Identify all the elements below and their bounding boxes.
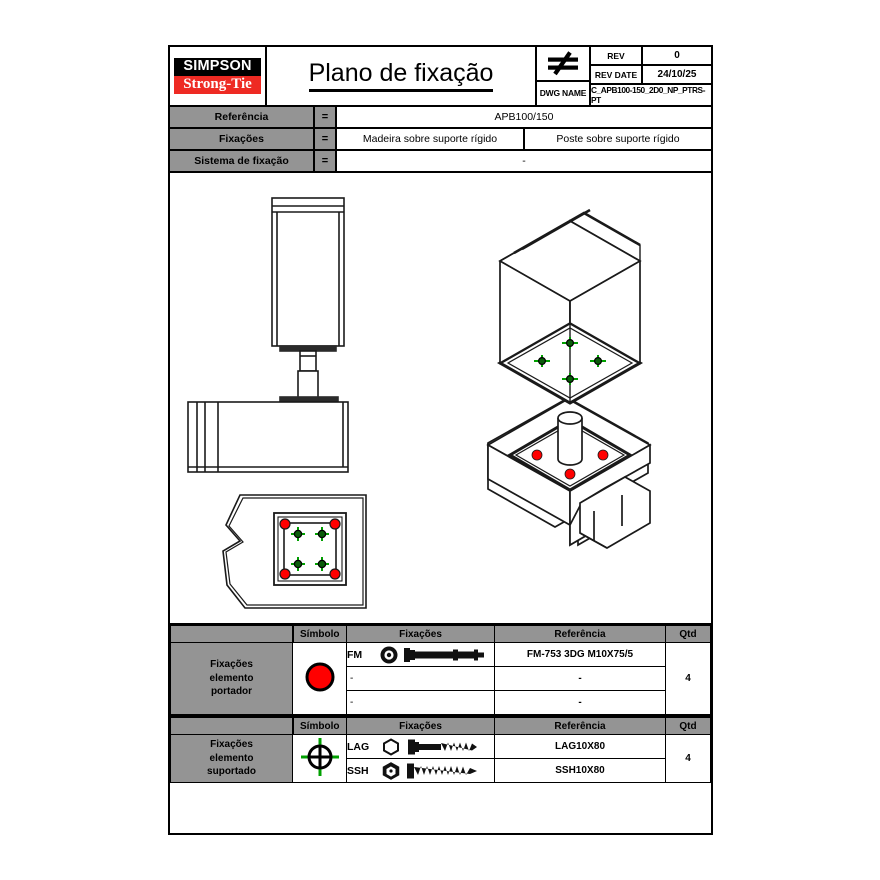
legend-carrier-qtd: 4: [665, 642, 711, 715]
hex-head-lag-screw-icon: [383, 737, 477, 756]
legend-supported-ref-2: SSH10X80: [494, 758, 666, 783]
dwg-name-label: DWG NAME: [539, 88, 587, 99]
legend-header-simbolo-2: Símbolo: [292, 717, 347, 735]
info-row-sistema: Sistema de fixação = -: [170, 151, 711, 173]
rev-date-label: REV DATE: [591, 66, 643, 83]
legend-header-fixacoes-2: Fixações: [346, 717, 495, 735]
table-row: Fixações elemento suportado LAG: [170, 734, 711, 783]
post-base-elevation-view: [187, 197, 349, 473]
drawing-area: [170, 173, 711, 625]
info-value-fixacoes-1: Madeira sobre suporte rígido: [337, 129, 525, 149]
legend-supported-fix-cell-2: SSH: [346, 758, 495, 783]
info-value-fixacoes-2: Poste sobre suporte rígido: [556, 133, 680, 145]
legend-supported-element: Símbolo Fixações Referência Qtd Fixações…: [170, 717, 711, 783]
legend-header-referencia: Referência: [494, 625, 666, 643]
legend-carrier-label-l1: Fixações: [210, 659, 253, 671]
logo-simpson-text: SIMPSON: [174, 57, 261, 76]
legend-supported-code-1: LAG: [347, 740, 370, 753]
legend-supported-label-l2: elemento: [209, 752, 254, 764]
legend-carrier-fix-cell-3: -: [346, 690, 495, 715]
rev-label: REV: [591, 47, 643, 64]
table-row: SSH SSH10X80: [171, 758, 711, 783]
legend-carrier-symbol-cell: [292, 642, 347, 715]
plan-supported-markers: [291, 527, 329, 571]
info-label-sistema: Sistema de fixação: [170, 151, 315, 171]
info-row-fixacoes: Fixações = Madeira sobre suporte rígido …: [170, 129, 711, 151]
legend-carrier-header-row: Símbolo Fixações Referência Qtd: [170, 625, 711, 643]
simpson-strong-tie-logo: SIMPSON Strong-Tie: [170, 47, 267, 105]
drawing-sheet: SIMPSON Strong-Tie Plano de fixação DWG …: [168, 45, 713, 835]
table-row: - -: [171, 690, 711, 715]
info-label-fixacoes: Fixações: [170, 129, 315, 149]
legend-supported-label-l3: suportado: [207, 766, 256, 778]
legend-supported-qtd: 4: [665, 734, 711, 783]
info-row-referencia: Referência = APB100/150: [170, 107, 711, 129]
legend-carrier-ref-3: -: [494, 690, 666, 715]
not-equal-icon: [537, 47, 589, 82]
green-crosshair-circle-icon: [300, 738, 339, 776]
legend-header-fixacoes: Fixações: [346, 625, 495, 643]
rev-date-value: 24/10/25: [657, 69, 697, 80]
legend-carrier-label-l2: elemento: [209, 672, 254, 684]
legend-carrier-row-label: Fixações elemento portador: [170, 642, 293, 715]
red-filled-circle-icon: [305, 662, 334, 692]
page-title: Plano de fixação: [308, 60, 494, 92]
iso-carrier-markers: [531, 449, 609, 480]
legend-carrier-label-l3: portador: [210, 686, 253, 698]
legend-supported-corner-cell: [170, 717, 294, 735]
legend-carrier-code-2: -: [350, 673, 354, 684]
hex-washer-head-screw-icon: [382, 761, 477, 780]
legend-header-referencia-2: Referência: [494, 717, 666, 735]
legend-carrier-corner-cell: [170, 625, 294, 643]
legend-carrier-element: Símbolo Fixações Referência Qtd Fixações…: [170, 625, 711, 717]
legend-carrier-code-3: -: [350, 697, 354, 708]
not-equal-glyph: [548, 51, 578, 76]
info-value-referencia: APB100/150: [494, 111, 554, 123]
revision-date-row: REV DATE 24/10/25: [591, 66, 711, 85]
legend-carrier-fix-cell-1: FM: [346, 642, 495, 667]
title-block: SIMPSON Strong-Tie Plano de fixação DWG …: [170, 47, 711, 107]
expansion-anchor-icon: [380, 646, 484, 663]
legend-supported-fix-cell-1: LAG: [346, 734, 495, 759]
legend-supported-header-row: Símbolo Fixações Referência Qtd: [170, 717, 711, 735]
legend-header-simbolo: Símbolo: [292, 625, 347, 643]
iso-supported-markers: [534, 337, 606, 385]
info-equals-sistema: =: [315, 151, 337, 171]
legend-carrier-fix-cell-2: -: [346, 666, 495, 691]
logo-strongtie-text: Strong-Tie: [174, 75, 261, 95]
table-row: Fixações elemento portador FM: [170, 642, 711, 715]
dwg-name-value-row: C_APB100-150_2D0_NP_PTRS-PT: [591, 85, 711, 105]
sheet-title-cell: Plano de fixação: [267, 47, 537, 105]
legend-carrier-code-1: FM: [347, 648, 363, 661]
plan-carrier-markers: [279, 518, 341, 580]
legend-header-qtd: Qtd: [665, 625, 711, 643]
legend-supported-code-2: SSH: [347, 764, 369, 777]
info-equals-referencia: =: [315, 107, 337, 127]
revision-row: REV 0: [591, 47, 711, 66]
revision-cell: REV 0 REV DATE 24/10/25 C_APB100-150_2D0…: [591, 47, 711, 105]
legend-carrier-ref-2: -: [494, 666, 666, 691]
dwg-name-value: C_APB100-150_2D0_NP_PTRS-PT: [591, 85, 706, 105]
legend-supported-label-l1: Fixações: [210, 739, 253, 751]
legend-supported-row-label: Fixações elemento suportado: [170, 734, 293, 783]
legend-carrier-ref-1: FM-753 3DG M10X75/5: [494, 642, 666, 667]
symbol-cell: DWG NAME: [537, 47, 591, 105]
technical-drawing: [187, 197, 652, 609]
info-label-referencia: Referência: [170, 107, 315, 127]
info-equals-fixacoes: =: [315, 129, 337, 149]
legend-supported-ref-1: LAG10X80: [494, 734, 666, 759]
rev-value: 0: [674, 50, 680, 61]
post-base-plan-view: [222, 494, 367, 609]
legend-supported-symbol-cell: [292, 734, 347, 783]
legend-header-qtd-2: Qtd: [665, 717, 711, 735]
info-value-sistema: -: [522, 155, 526, 167]
